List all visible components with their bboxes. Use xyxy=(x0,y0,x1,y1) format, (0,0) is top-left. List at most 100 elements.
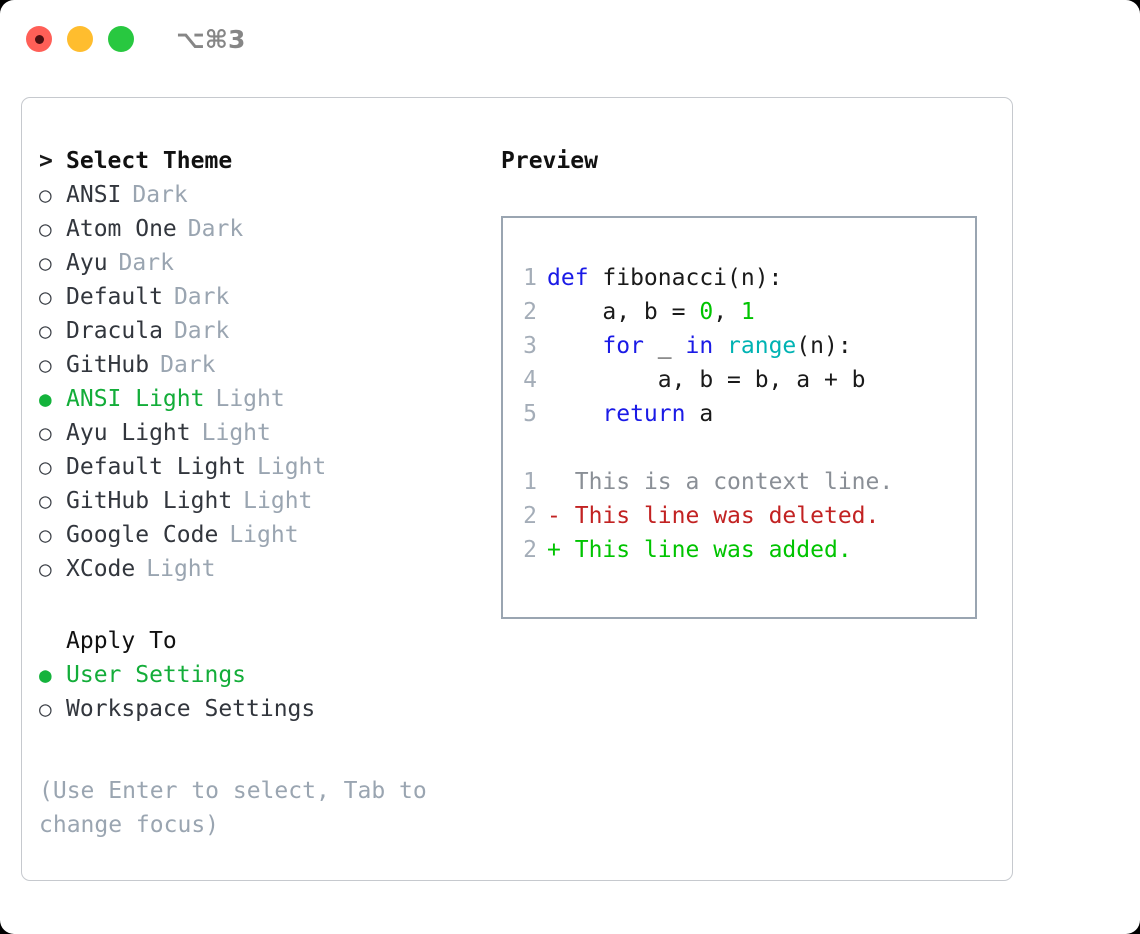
theme-item-github-light[interactable]: ○ GitHub Light Light xyxy=(39,488,479,522)
theme-variant-label: Light xyxy=(215,386,285,412)
diff-text: This line was deleted. xyxy=(574,503,880,529)
line-number: 1 xyxy=(523,469,537,495)
code-token: a xyxy=(685,401,714,427)
theme-variant-label: Light xyxy=(243,488,313,514)
code-token: (n): xyxy=(796,333,852,359)
theme-variant-label: Dark xyxy=(132,182,188,208)
theme-variant-label: Light xyxy=(201,420,271,446)
line-number: 2 xyxy=(523,537,537,563)
code-token: _ xyxy=(643,333,686,359)
code-line: 1 def fibonacci(n): xyxy=(503,261,975,295)
radio-off-icon: ○ xyxy=(39,183,52,207)
caret-icon: > xyxy=(39,148,53,174)
code-token: in xyxy=(685,333,714,359)
line-number: 2 xyxy=(523,503,537,529)
radio-off-icon: ○ xyxy=(39,489,52,513)
code-content: for _ in range(n): xyxy=(547,329,852,363)
diff-line-deleted: 2 - This line was deleted. xyxy=(503,499,975,533)
preview-panel: Preview 1 def fibonacci(n): 2 a, b = 0, … xyxy=(501,148,991,619)
theme-label: Ayu xyxy=(66,250,108,276)
code-token: range xyxy=(727,333,797,359)
apply-to-item-user-settings[interactable]: ● User Settings xyxy=(39,662,479,696)
theme-item-default-light[interactable]: ○ Default Light Light xyxy=(39,454,479,488)
preview-title: Preview xyxy=(501,148,598,174)
theme-label: GitHub xyxy=(66,352,150,378)
code-token xyxy=(547,401,602,427)
code-line: 2 a, b = 0, 1 xyxy=(503,295,975,329)
page-title: Select Theme xyxy=(66,148,233,174)
theme-item-ansi-dark[interactable]: ○ ANSI Dark xyxy=(39,182,479,216)
theme-label: Dracula xyxy=(66,318,163,344)
theme-item-atom-one-dark[interactable]: ○ Atom One Dark xyxy=(39,216,479,250)
line-number: 4 xyxy=(523,367,537,393)
theme-label: Default Light xyxy=(66,454,247,480)
theme-label: GitHub Light xyxy=(66,488,233,514)
code-content: def fibonacci(n): xyxy=(547,261,782,295)
radio-off-icon: ○ xyxy=(39,455,52,479)
main-card: > Select Theme ○ ANSI Dark ○ Atom One Da… xyxy=(21,97,1013,881)
diff-text: This line was added. xyxy=(574,537,852,563)
code-line: 4 a, b = b, a + b xyxy=(503,363,975,397)
code-token: return xyxy=(602,401,686,427)
theme-label: ANSI Light xyxy=(66,386,205,412)
theme-item-google-code-light[interactable]: ○ Google Code Light xyxy=(39,522,479,556)
code-token: , xyxy=(713,299,741,325)
theme-item-dracula-dark[interactable]: ○ Dracula Dark xyxy=(39,318,479,352)
radio-off-icon: ○ xyxy=(39,697,52,721)
apply-to-header: Apply To xyxy=(39,628,479,662)
diff-line-added: 2 + This line was added. xyxy=(503,533,975,567)
code-token: 0 xyxy=(699,299,714,325)
diff-sign: - xyxy=(547,503,561,529)
theme-item-github-dark[interactable]: ○ GitHub Dark xyxy=(39,352,479,386)
apply-to-item-workspace-settings[interactable]: ○ Workspace Settings xyxy=(39,696,479,730)
radio-off-icon: ○ xyxy=(39,353,52,377)
diff-text: This is a context line. xyxy=(574,469,894,495)
theme-variant-label: Dark xyxy=(160,352,216,378)
minimize-button[interactable] xyxy=(67,26,93,52)
theme-variant-label: Dark xyxy=(187,216,244,242)
title-bar: ⌥⌘3 xyxy=(0,0,1140,78)
select-theme-header: > Select Theme xyxy=(39,148,479,182)
diff-sign xyxy=(547,465,561,499)
theme-item-default-dark[interactable]: ○ Default Dark xyxy=(39,284,479,318)
theme-item-ansi-light[interactable]: ● ANSI Light Light xyxy=(39,386,479,420)
radio-off-icon: ○ xyxy=(39,285,52,309)
keyboard-hint-text: (Use Enter to select, Tab to change focu… xyxy=(39,778,427,838)
code-token xyxy=(547,333,602,359)
preview-box: 1 def fibonacci(n): 2 a, b = 0, 1 3 for … xyxy=(501,216,977,619)
theme-variant-label: Light xyxy=(257,454,327,480)
radio-on-icon: ● xyxy=(39,663,52,687)
hint-spacer xyxy=(39,730,479,764)
theme-variant-label: Dark xyxy=(118,250,174,276)
line-number: 5 xyxy=(523,401,537,427)
apply-to-label: Workspace Settings xyxy=(66,696,316,722)
diff-sign: + xyxy=(547,537,561,563)
radio-on-icon: ● xyxy=(39,387,52,411)
theme-label: ANSI xyxy=(66,182,122,208)
apply-to-title: Apply To xyxy=(66,628,177,654)
line-number: 2 xyxy=(523,299,537,325)
theme-item-ayu-light[interactable]: ○ Ayu Light Light xyxy=(39,420,479,454)
code-token: fibonacci(n): xyxy=(588,265,783,291)
radio-off-icon: ○ xyxy=(39,319,52,343)
theme-item-xcode-light[interactable]: ○ XCode Light xyxy=(39,556,479,590)
theme-label: Ayu Light xyxy=(66,420,191,446)
theme-variant-label: Light xyxy=(146,556,216,582)
theme-label: Default xyxy=(66,284,163,310)
theme-variant-label: Dark xyxy=(173,318,230,344)
code-content: a, b = 0, 1 xyxy=(547,295,755,329)
code-token xyxy=(713,333,727,359)
preview-gap xyxy=(503,431,975,465)
code-token: 1 xyxy=(740,299,755,325)
close-button[interactable] xyxy=(26,26,52,52)
maximize-button[interactable] xyxy=(108,26,134,52)
keyboard-shortcut-label: ⌥⌘3 xyxy=(176,24,246,54)
code-token: for xyxy=(602,333,644,359)
section-spacer xyxy=(39,590,479,628)
radio-off-icon: ○ xyxy=(39,421,52,445)
code-token: a, b = b, a + b xyxy=(547,367,866,393)
theme-label: Atom One xyxy=(66,216,177,242)
code-line: 3 for _ in range(n): xyxy=(503,329,975,363)
theme-item-ayu-dark[interactable]: ○ Ayu Dark xyxy=(39,250,479,284)
